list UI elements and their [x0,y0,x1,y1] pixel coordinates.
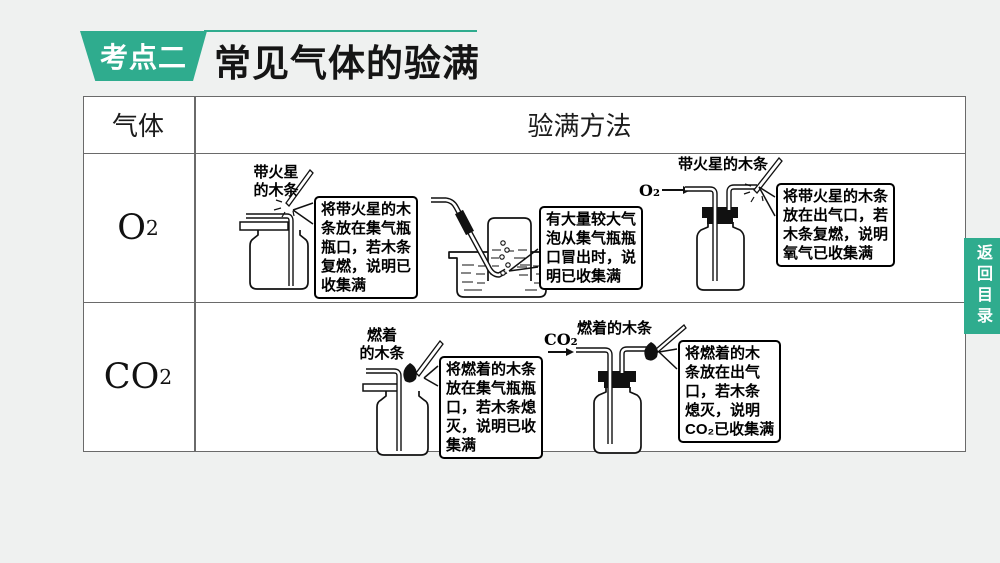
splint-label: 带火星的木条 [678,156,769,173]
gas-inlet-label: O₂ [639,181,660,200]
back-to-toc-tab[interactable]: 返回目录 [964,238,1000,334]
topic-badge-label: 考点二 [99,42,187,73]
back-to-toc-label: 返回目录 [974,244,991,328]
callout-co2-mouth: 将燃着的木条 放在集气瓶瓶 口，若木条熄 灭，说明已收 集满 [439,356,544,459]
header-accent-line [204,30,477,32]
topic-badge: 考点二 [80,31,207,81]
header-cell-method: 验满方法 [527,111,632,141]
callout-o2-mouth: 将带火星的木 条放在集气瓶 瓶口，若木条 复燃，说明已 收集满 [314,196,419,299]
gas-symbol: O [117,207,146,248]
table-header-divider [84,152,965,154]
gas-subscript: 2 [159,365,173,389]
splint-label: 带火星 的木条 [253,164,299,199]
gas-symbol: CO [103,357,160,397]
header-cell-gas: 气体 [111,111,164,141]
splint-label: 燃着的木条 [577,320,653,337]
splint-label: 燃着 的木条 [359,327,405,362]
callout-o2-water: 有大量较大气 泡从集气瓶瓶 口冒出时，说 明已收集满 [539,206,644,290]
callout-co2-outlet: 将燃着的木 条放在出气 口，若木条 熄灭，说明 CO₂已收集满 [678,340,782,443]
table-row-divider [84,301,965,303]
gas-inlet-label: CO₂ [544,330,578,349]
page-title: 常见气体的验满 [214,43,480,84]
table-column-divider [194,97,196,451]
gas-subscript: 2 [145,215,159,240]
callout-o2-outlet: 将带火星的木条 放在出气口，若 木条复燃，说明 氧气已收集满 [776,183,896,267]
